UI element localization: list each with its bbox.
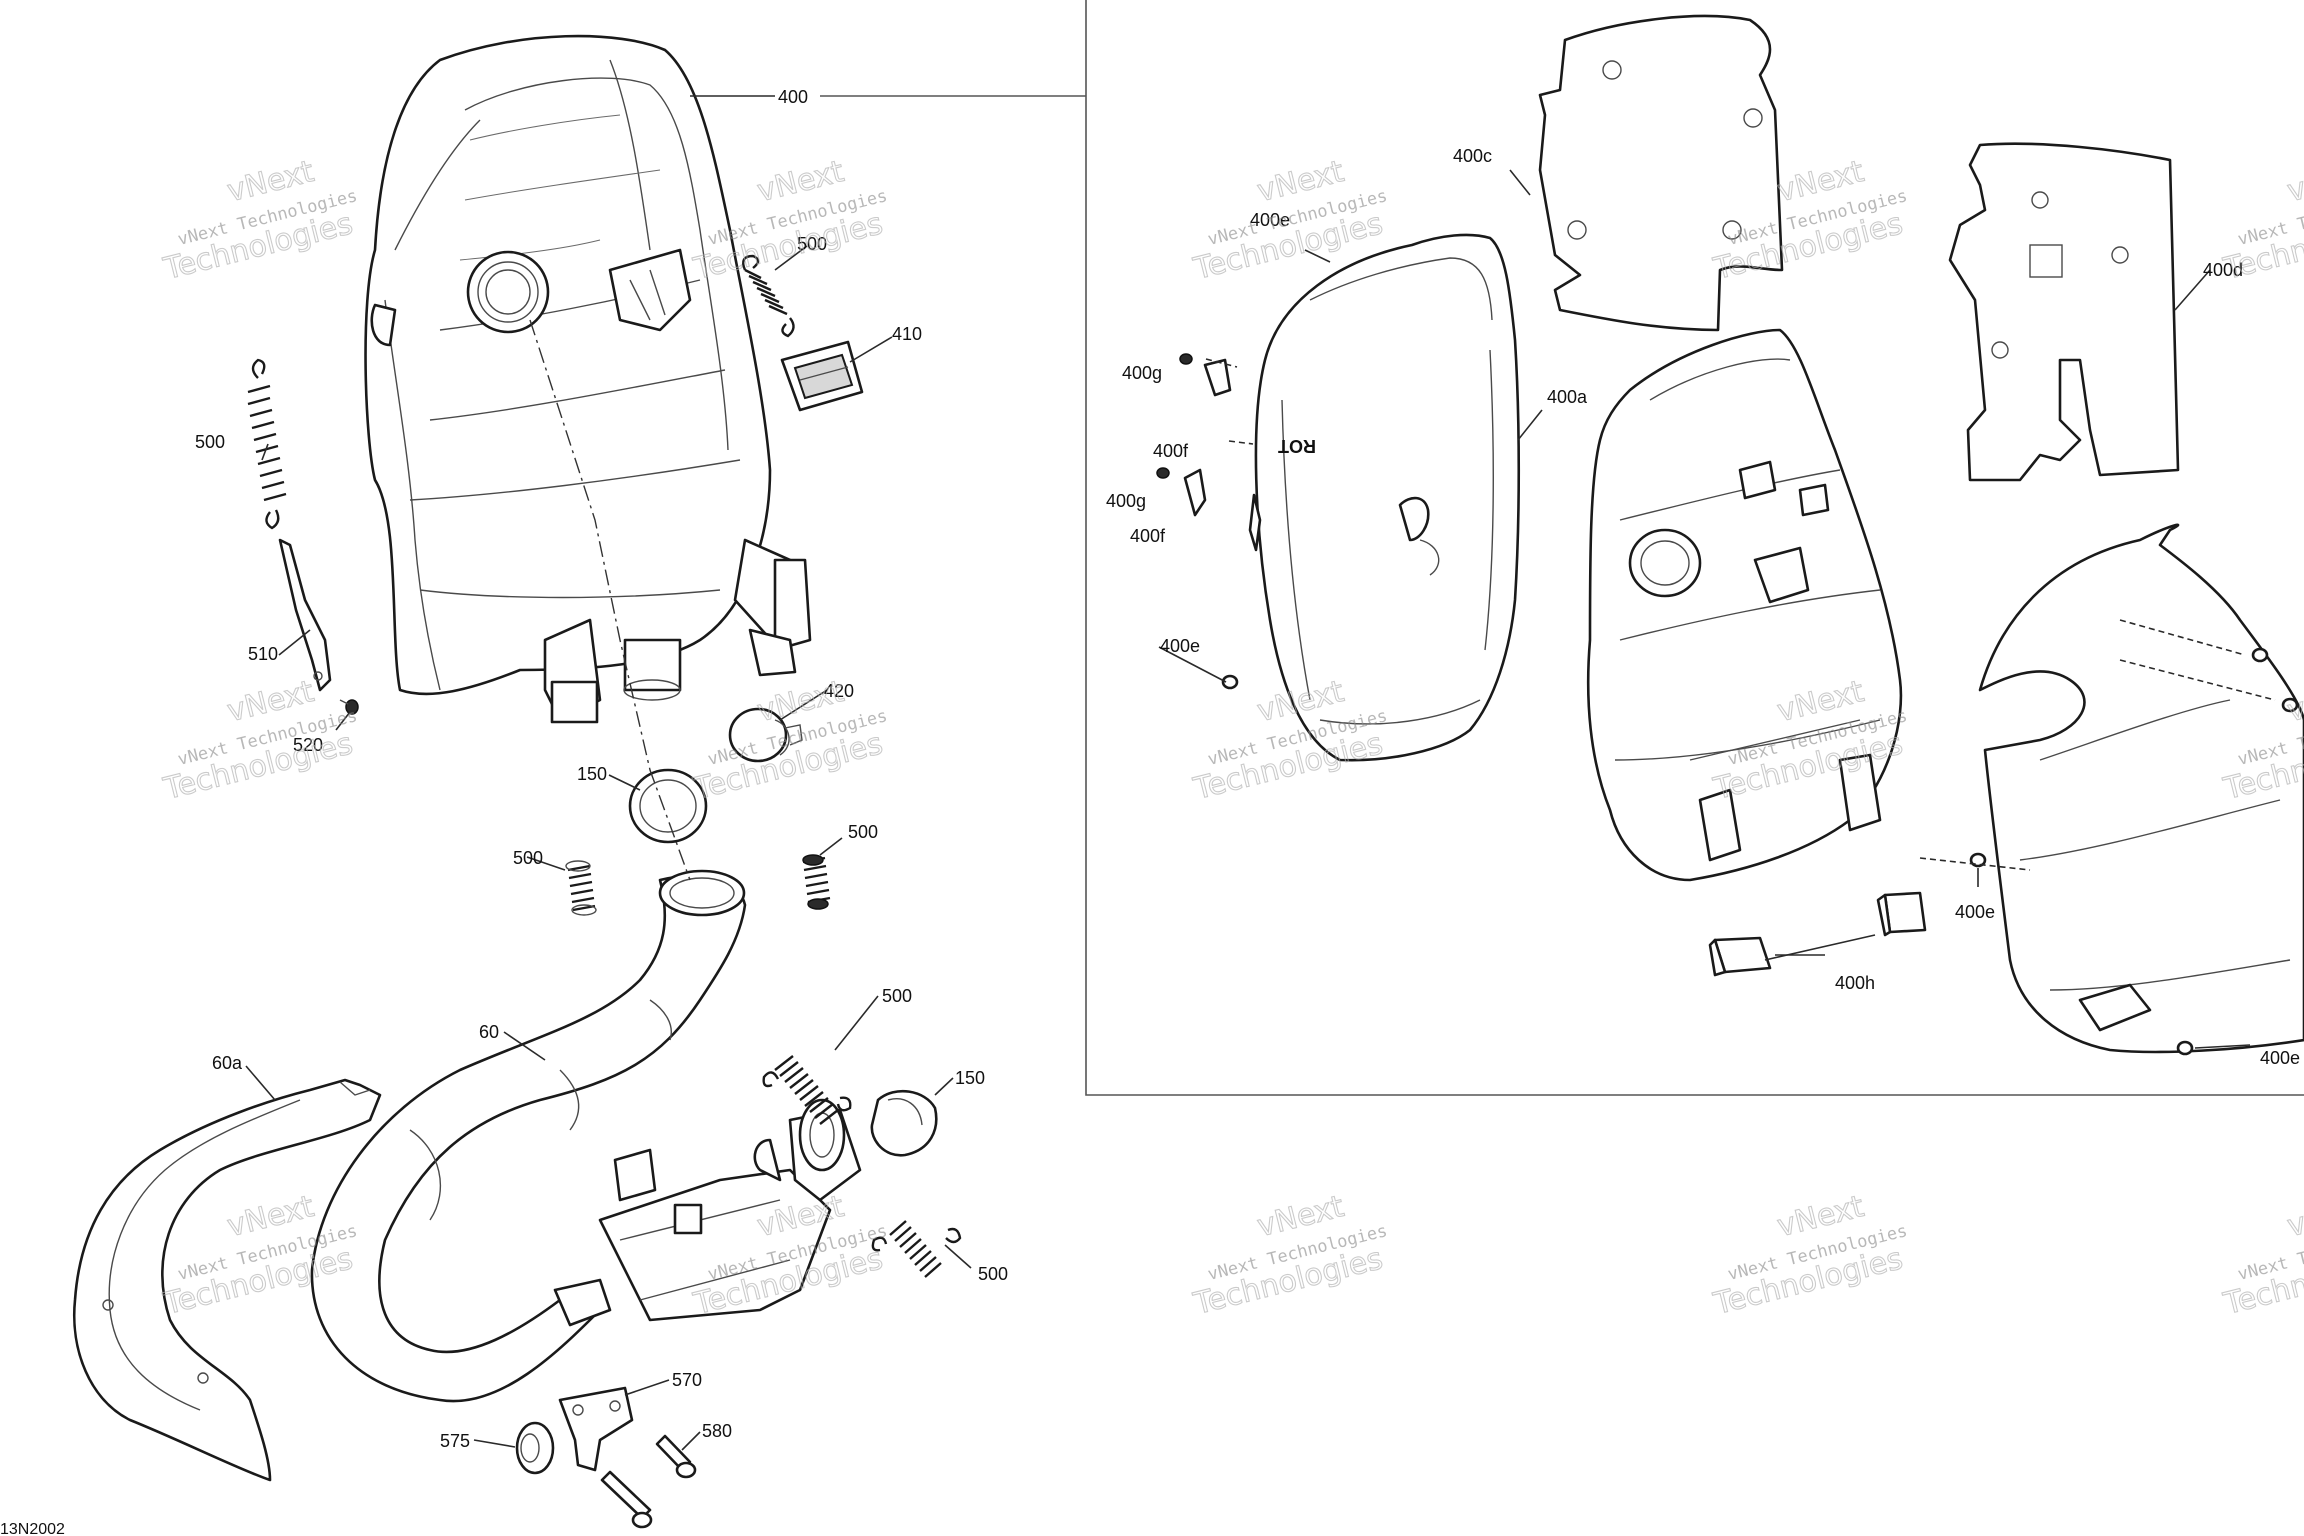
callout-400c: 400c: [1453, 146, 1492, 166]
spring-500-pipe: [762, 1055, 852, 1125]
bracket-510: [278, 538, 332, 692]
callout-150-top: 150: [577, 764, 607, 784]
callout-60: 60: [479, 1022, 499, 1042]
callout-520: 520: [293, 735, 323, 755]
callout-500-bottom: 500: [978, 1264, 1008, 1284]
watermark: vNext vNext Technologies Technologies: [2219, 1189, 2304, 1323]
callout-400h: 400h: [1835, 973, 1875, 993]
muffler-400: [364, 34, 812, 724]
callout-400g-1: 400g: [1122, 363, 1162, 383]
drawing-number: 13N2002: [0, 1521, 65, 1536]
detail-view-frame: [1085, 0, 2304, 1096]
bolts-580: [600, 1434, 697, 1529]
heat-shield-400c: [1538, 14, 1784, 332]
callout-60a: 60a: [212, 1053, 243, 1073]
assembly-centerline: [529, 319, 691, 881]
svg-text:vNext: vNext: [2284, 154, 2304, 209]
callout-400e-bottom: 400e: [2260, 1048, 2300, 1068]
callout-500-pipe: 500: [882, 986, 912, 1006]
cover-embossed-text: ROT: [1278, 436, 1316, 456]
rubber-410: [780, 340, 864, 412]
fasteners-400e-400f-400g: [1156, 353, 2299, 1056]
exhaust-pipe-60: [310, 869, 862, 1403]
callout-510: 510: [248, 644, 278, 664]
callout-400d: 400d: [2203, 260, 2243, 280]
callout-500-mid-right: 500: [848, 822, 878, 842]
callout-400g-2: 400g: [1106, 491, 1146, 511]
cap-420: [728, 707, 803, 763]
callout-400e-left: 400e: [1160, 636, 1200, 656]
svg-text:vNext: vNext: [2284, 1189, 2304, 1244]
callout-400e-right: 400e: [1955, 902, 1995, 922]
watermark: vNext vNext Technologies Technologies: [1189, 1189, 1389, 1323]
blocks-400h: [1708, 891, 1927, 977]
watermark: vNext vNext Technologies Technologies: [1709, 1189, 1909, 1323]
callout-labels: 400 500 410 500 510 520 420 150 500 500 …: [195, 87, 2300, 1451]
gasket-150-bottom: [870, 1089, 938, 1157]
callout-570: 570: [672, 1370, 702, 1390]
callout-500-mid-left: 500: [513, 848, 543, 868]
callout-400f-1: 400f: [1153, 441, 1189, 461]
leader-lines: [245, 95, 2251, 1451]
spring-500-bottom: [871, 1220, 962, 1278]
callout-500-top: 500: [797, 234, 827, 254]
watermark: vNext vNext Technologies Technologies: [159, 674, 359, 808]
callout-400: 400: [778, 87, 808, 107]
screw-520: [339, 699, 359, 715]
grommet-575: [515, 1421, 555, 1475]
callout-150-bottom: 150: [955, 1068, 985, 1088]
bracket-570: [558, 1386, 634, 1472]
callout-400a: 400a: [1547, 387, 1588, 407]
cover-400a: [1248, 233, 1521, 762]
heat-shield-right: [1978, 523, 2304, 1054]
spring-500-mid-right: [802, 854, 831, 910]
callout-400f-2: 400f: [1130, 526, 1166, 546]
callout-500-left: 500: [195, 432, 225, 452]
callout-400e-top: 400e: [1250, 210, 1290, 230]
callout-420: 420: [824, 681, 854, 701]
spring-500-top: [742, 254, 795, 338]
watermark: vNext vNext Technologies Technologies: [689, 674, 889, 808]
watermark: vNext vNext Technologies Technologies: [159, 154, 359, 288]
heat-shield-60a: [72, 1078, 382, 1482]
muffler-body-detail: [1586, 328, 1903, 882]
gasket-150-top: [628, 768, 708, 844]
spring-500-mid-left: [565, 860, 597, 916]
callout-580: 580: [702, 1421, 732, 1441]
heat-shield-400d: [1948, 142, 2180, 482]
callout-575: 575: [440, 1431, 470, 1451]
callout-410: 410: [892, 324, 922, 344]
spring-500-left: [247, 358, 287, 530]
